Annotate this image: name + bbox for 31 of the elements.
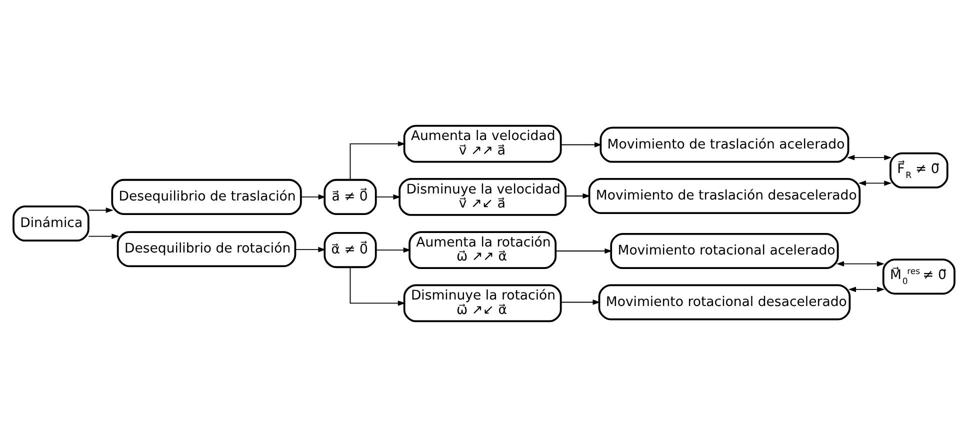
arrow [88,233,120,238]
node-box: Dinámica [12,204,90,242]
node-box: Desequilibrio de traslación [111,178,302,214]
node-box: Movimiento rotacional acelerado [610,232,839,269]
arrow [376,246,411,252]
arrow [350,140,406,180]
node-box: Movimiento rotacional desacelerado [598,284,851,320]
arrow [376,194,401,200]
node-box: Aumenta la velocidad v⃗ ↗↗ a⃗ [403,124,562,162]
node-box: α⃗ ≠ 0⃗ [324,232,377,268]
arrow [858,180,892,186]
arrow [88,207,114,212]
arrow [555,248,612,254]
arrow [836,260,885,266]
arrow [350,266,406,306]
node-box: Movimiento de traslación acelerado [600,126,850,162]
node-box: F⃗$_{R}$ ≠ 0⃗ [890,152,948,188]
node-box: Movimiento de traslación desacelerado [588,177,861,214]
arrow [295,246,326,252]
arrow [560,299,600,304]
node-box: Aumenta la rotación ω⃗ ↗↗ α⃗ [408,230,557,269]
node-box: M⃗$_{0}$$^{res}$ ≠ 0⃗ [882,258,956,294]
arrow [848,286,885,292]
arrow [847,154,892,160]
node-box: Desequilibrio de rotación [116,230,296,267]
arrow [560,142,602,147]
node-box: Disminuye la velocidad v⃗ ↗↙ a⃗ [398,177,567,216]
node-box: Disminuye la rotación ω⃗ ↗↙ α⃗ [403,284,562,322]
node-box: a⃗ ≠ 0⃗ [324,178,377,214]
arrow [300,194,326,200]
arrow [565,192,590,198]
